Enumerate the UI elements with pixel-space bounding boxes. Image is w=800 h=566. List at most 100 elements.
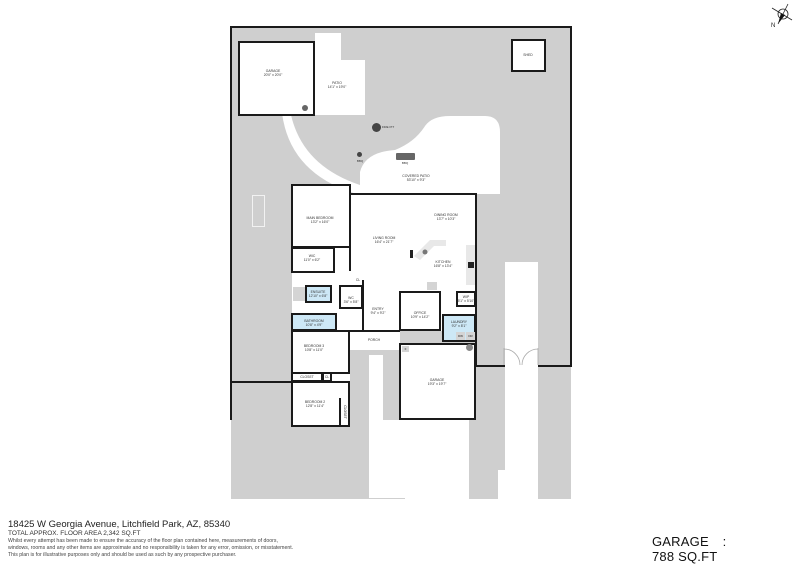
fridge — [410, 250, 413, 258]
bbq-label-1: BBQ — [356, 158, 364, 163]
side-drive — [505, 262, 538, 500]
bbq-icon — [357, 152, 362, 157]
detached-garage-dims: 20'0" x 20'0" — [263, 73, 283, 77]
garage-area-summary: GARAGE : 788 SQ.FT — [652, 534, 800, 564]
patio-dims: 14'1" x 19'0" — [327, 85, 347, 89]
living-left-wall — [349, 193, 351, 271]
washer: DW — [456, 332, 465, 340]
wip-name: WIP — [462, 294, 470, 299]
closet-label: CLOSET — [300, 374, 314, 379]
entry-name: ENTRY — [372, 306, 384, 311]
closet-2-wall — [339, 398, 341, 426]
stove — [468, 262, 474, 268]
kitchen-island — [414, 240, 446, 260]
lot-boundary-top — [231, 26, 572, 28]
bedroom-3-name: BEDROOM 3 — [303, 343, 325, 348]
wip-dims: 5'1" x 5'10" — [457, 299, 475, 303]
fire-pit-icon — [372, 123, 381, 132]
office-name: OFFICE — [413, 310, 427, 315]
detached-garage — [238, 41, 315, 116]
house-right-wall — [475, 193, 477, 365]
lot-boundary-mid-left — [230, 381, 292, 383]
planter-outline — [252, 195, 265, 227]
bedroom-2-name: BEDROOM 2 — [304, 399, 326, 404]
garage-wh-icon — [466, 344, 473, 351]
bathroom-name: BATHROOM — [304, 318, 324, 323]
wic-name: WIC — [308, 253, 316, 258]
compass-icon — [771, 3, 793, 25]
curved-walkway — [282, 110, 360, 195]
bedroom-3 — [291, 330, 350, 374]
living-top-wall — [350, 193, 476, 195]
covered-patio-dims: 53'10" x 9'3" — [406, 178, 426, 182]
living-room-dims: 16'4" x 21'7" — [374, 240, 394, 244]
dining-room-name: DINING ROOM — [434, 212, 458, 217]
compass-north-label: N — [771, 23, 776, 29]
porch-area — [350, 330, 400, 350]
wc-name: WC — [348, 295, 354, 300]
grill-icon — [396, 153, 415, 160]
disclaimer-line-3: This plan is for illustrative purposes o… — [8, 552, 237, 558]
side-gate — [503, 348, 539, 366]
lot-boundary-right — [570, 26, 572, 366]
ensuite-name: ENSUITE — [310, 289, 326, 294]
living-room-name: LIVING ROOM — [372, 235, 396, 240]
patio-area-2 — [315, 60, 365, 115]
front-walk-step — [369, 420, 405, 498]
laundry-name: LAUNDRY — [450, 319, 468, 324]
ensuite — [305, 285, 332, 303]
garage-dims: 19'3" x 19'7" — [427, 382, 447, 386]
garage-f-box: F — [402, 346, 409, 352]
property-address: 18425 W Georgia Avenue, Litchfield Park,… — [8, 519, 231, 530]
dryer: DR — [466, 332, 475, 340]
garage-summary-label: GARAGE — [652, 534, 709, 549]
closet-2-label: CLOSET — [343, 405, 348, 419]
disclaimer-line-2: windows, rooms and any other items are a… — [8, 545, 294, 551]
water-heater-icon — [302, 105, 308, 111]
wic-dims: 11'0" x 6'2" — [303, 258, 321, 262]
office-cabinet — [427, 282, 437, 290]
shed-label: SHED — [523, 52, 533, 57]
main-bedroom-dims: 13'2" x 16'0" — [310, 220, 330, 224]
garage-summary-separator: : — [722, 534, 727, 549]
office-dims: 10'9" x 14'2" — [410, 315, 430, 319]
bedroom-2-dims: 12'8" x 11'4" — [305, 404, 325, 408]
dining-room-dims: 13'7" x 10'3" — [436, 217, 456, 221]
attached-garage — [399, 343, 476, 420]
covered-patio-name: COVERED PATIO — [402, 173, 430, 178]
laundry-dims: 9'2" x 8'1" — [451, 324, 467, 328]
kitchen-dims: 16'8" x 13'4" — [433, 264, 453, 268]
total-floor-area: TOTAL APPROX. FLOOR AREA 2,342 SQ.FT — [8, 530, 141, 537]
bathroom-dims: 10'8" x 4'9" — [305, 323, 323, 327]
wc-dims: 3'6" x 5'8" — [343, 300, 359, 304]
patio-name: PATIO — [332, 80, 342, 85]
bathtub — [293, 287, 306, 301]
office — [399, 291, 441, 331]
garage-summary-value: 788 SQ.FT — [652, 549, 718, 564]
wc — [339, 285, 363, 309]
side-drive-flare-l — [498, 470, 506, 500]
covered-patio-area — [360, 116, 500, 194]
ensuite-dims: 12'10" x 6'8" — [308, 294, 328, 298]
wic — [291, 247, 335, 273]
shed — [511, 39, 546, 72]
entry-wall — [362, 280, 364, 332]
lot-boundary-left — [230, 26, 232, 420]
driveway — [405, 418, 469, 500]
